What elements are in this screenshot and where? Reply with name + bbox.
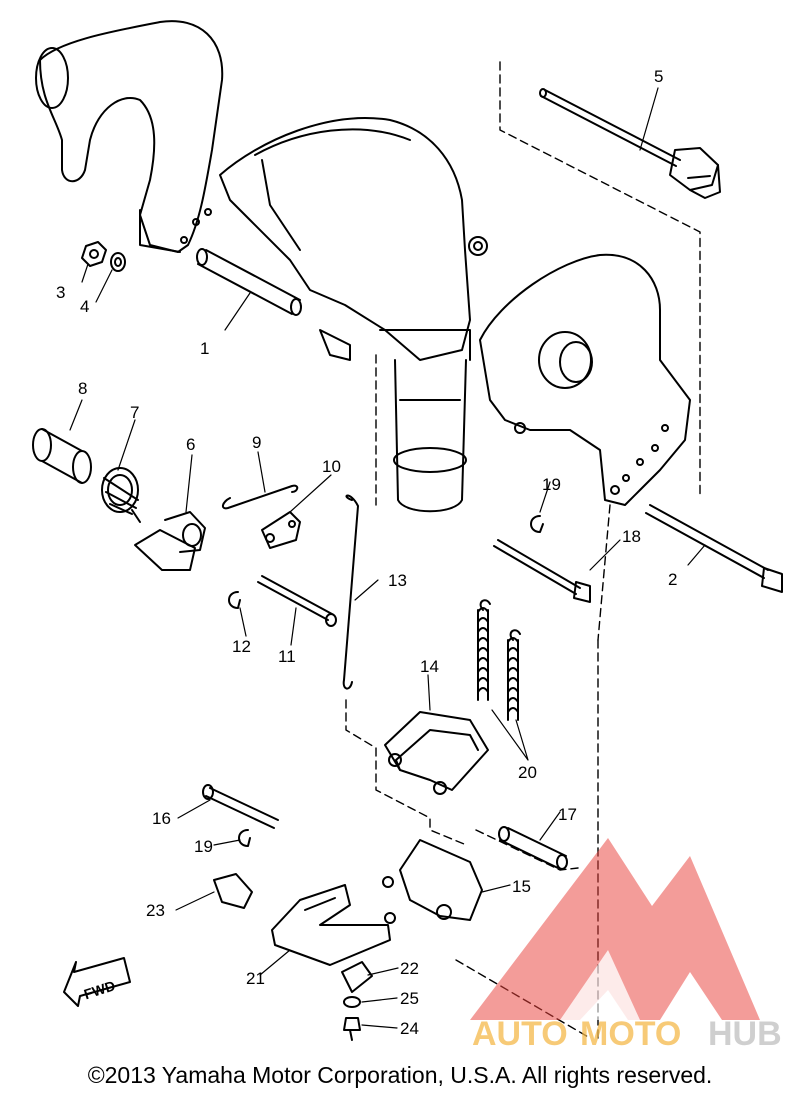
- part-7-coil-spring: [101, 467, 141, 523]
- callout-12: 12: [232, 637, 251, 656]
- steering-tube: [393, 359, 467, 513]
- callout-8: 8: [78, 379, 87, 398]
- part-10-link: [261, 511, 301, 549]
- watermark-hub: HUB: [708, 1015, 782, 1053]
- part-6-lever: [134, 511, 206, 571]
- callout-11: 11: [278, 647, 296, 666]
- swivel-bracket-casting: [35, 20, 488, 361]
- clamp-bracket: [479, 253, 691, 506]
- part-19-clip-upper: [530, 515, 544, 533]
- part-20-springs: [477, 599, 521, 721]
- part-19-clip-lower: [238, 829, 251, 847]
- callout-19-lower: 19: [194, 837, 213, 856]
- part-13-rod: [342, 494, 359, 690]
- callout-18: 18: [622, 527, 641, 546]
- callout-17: 17: [558, 805, 577, 824]
- callout-10: 10: [322, 457, 341, 476]
- callout-19-upper: 19: [542, 475, 561, 494]
- part-2-bolt: [645, 504, 783, 593]
- callout-25: 25: [400, 989, 419, 1008]
- callout-9: 9: [252, 433, 261, 452]
- part-3-nut: [81, 241, 107, 267]
- callout-20: 20: [518, 763, 537, 782]
- callout-2: 2: [668, 570, 677, 589]
- watermark-auto: AUTO: [472, 1015, 568, 1053]
- copyright-footer: ©2013 Yamaha Motor Corporation, U.S.A. A…: [87, 1062, 713, 1088]
- callout-23: 23: [146, 901, 165, 920]
- part-23-cap: [213, 873, 253, 909]
- fwd-arrow-icon: [63, 957, 131, 1007]
- leader-lines: [69, 87, 706, 1029]
- part-18-bolt: [493, 539, 591, 603]
- callout-13: 13: [388, 571, 407, 590]
- part-25-washer: [343, 996, 361, 1008]
- part-5-rod: [539, 88, 721, 199]
- part-22-plate: [341, 961, 373, 993]
- callout-group: 1 2 3 4 5 6 7 8 9 10 11 12 13 14 15 16 1…: [56, 67, 677, 1038]
- callout-22: 22: [400, 959, 419, 978]
- fwd-label: FWD: [82, 977, 117, 1002]
- part-16-bolt: [202, 784, 279, 829]
- callout-4: 4: [80, 297, 89, 316]
- callout-1: 1: [200, 339, 209, 358]
- part-17-sleeve: [498, 826, 568, 870]
- callout-16: 16: [152, 809, 171, 828]
- part-15-bracket: [382, 839, 483, 921]
- part-12-clip: [228, 591, 241, 609]
- callout-3: 3: [56, 283, 65, 302]
- automotohub-logo: AUTO MOTO HUB: [470, 838, 782, 1053]
- callout-15: 15: [512, 877, 531, 896]
- callout-5: 5: [654, 67, 663, 86]
- part-14-bracket: [384, 711, 489, 795]
- part-1-tube: [196, 248, 302, 316]
- callout-24: 24: [400, 1019, 419, 1038]
- part-4-washer: [110, 252, 126, 272]
- part-24-screw: [343, 1017, 361, 1041]
- part-9-spring-wire: [222, 484, 299, 510]
- watermark-moto: MOTO: [580, 1015, 681, 1053]
- callout-7: 7: [130, 403, 139, 422]
- part-21-lever-arm: [271, 884, 396, 966]
- part-8-sleeve: [32, 428, 92, 484]
- callout-14: 14: [420, 657, 439, 676]
- callout-6: 6: [186, 435, 195, 454]
- callout-21: 21: [246, 969, 265, 988]
- part-11-pin: [257, 575, 337, 627]
